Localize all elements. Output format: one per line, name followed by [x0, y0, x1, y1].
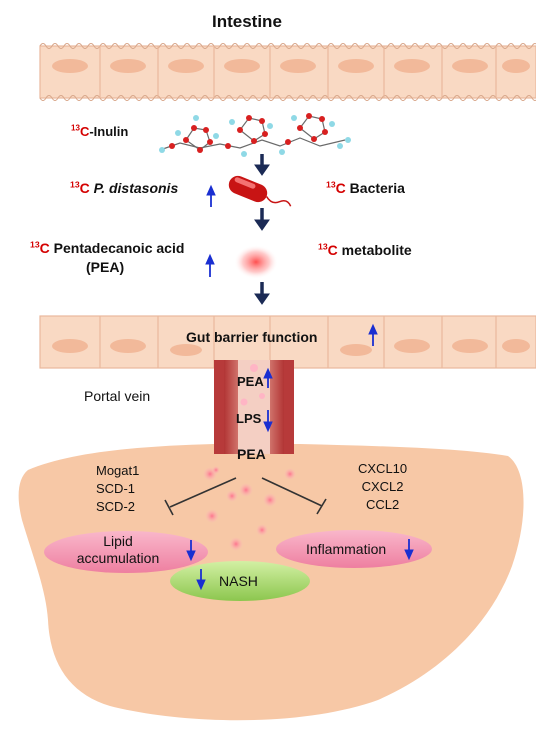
gene-scd1: SCD-1: [96, 481, 136, 496]
liver-pea-label: PEA: [237, 446, 266, 462]
pentadecanoic-acid-label: 13C Pentadecanoic acid: [30, 239, 185, 256]
inhibit-icon: [164, 477, 327, 516]
inflammation-ellipse: [276, 530, 432, 568]
down-arrow-icon: [254, 282, 270, 305]
nash-label: NASH: [219, 573, 258, 589]
intestinal-cell-layer-top: [39, 43, 536, 101]
down-arrow-icon: [196, 569, 206, 591]
bacteria-label: 13C Bacteria: [326, 179, 405, 196]
pea-abbrev-label: (PEA): [86, 259, 125, 275]
down-arrow-icon: [254, 154, 270, 176]
lipid-accumulation-label: Lipid accumulation: [76, 533, 160, 566]
gene-mogat1: Mogat1: [96, 463, 140, 478]
pea-dots: [203, 466, 296, 551]
intestine-title: Intestine: [212, 12, 282, 31]
inflammation-label: Inflammation: [306, 541, 387, 557]
indicator-arrows: [186, 184, 414, 591]
down-arrow-icon: [263, 410, 273, 433]
down-arrow-icon: [186, 540, 196, 562]
vessel-pea-label: PEA: [237, 374, 264, 389]
bacterium-icon: [228, 175, 292, 207]
distasonis-label: 13C P. distasonis: [70, 179, 179, 196]
gut-barrier-label: Gut barrier function: [186, 329, 318, 345]
up-arrow-icon: [206, 184, 216, 207]
up-arrow-icon: [368, 323, 378, 346]
gene-cxcl10: CXCL10: [358, 461, 408, 476]
inflammation-gene-list: CXCL10 CXCL2 CCL2: [358, 460, 407, 514]
pathway-arrows: [254, 154, 270, 305]
gene-ccl2: CCL2: [365, 497, 400, 512]
lipid-gene-list: Mogat1 SCD-1 SCD-2: [96, 462, 139, 516]
down-arrow-icon: [404, 539, 414, 561]
nash-ellipse: [170, 561, 310, 601]
down-arrow-icon: [254, 208, 270, 231]
metabolite-label: 13C metabolite: [318, 241, 412, 258]
vessel-lps-label: LPS: [236, 411, 262, 426]
up-arrow-icon: [205, 253, 215, 277]
gene-scd2: SCD-2: [96, 499, 136, 514]
up-arrow-icon: [263, 367, 273, 388]
portal-vein-label: Portal vein: [84, 388, 151, 404]
gene-cxcl2: CXCL2: [361, 479, 404, 494]
inulin-label: 13C-Inulin: [71, 123, 129, 139]
intestinal-cell-layer-bottom: [39, 315, 536, 369]
lipid-accumulation-ellipse: [44, 531, 208, 573]
metabolite-glow: [234, 245, 278, 279]
inulin-molecule-icon: [159, 113, 351, 157]
